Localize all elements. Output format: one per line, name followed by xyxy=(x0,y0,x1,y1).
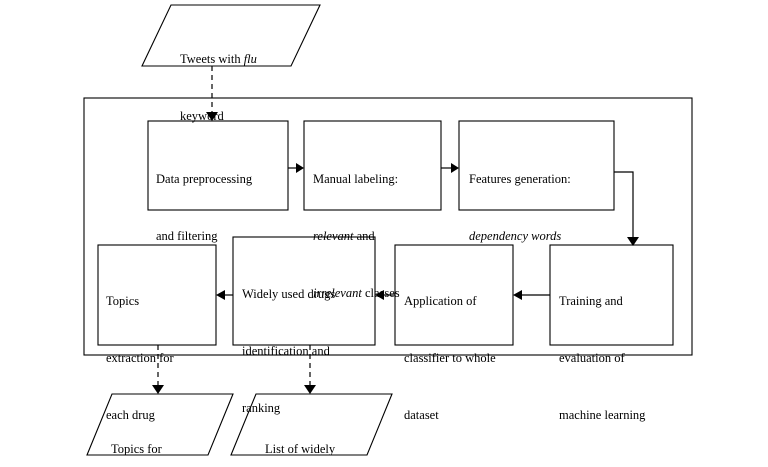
drugs-list-output-line1: List of widely xyxy=(265,442,336,456)
label-training-evaluation: Training and evaluation of machine learn… xyxy=(559,254,677,467)
label-topics-output: Topics for each drug xyxy=(111,402,226,467)
shape-tweets-input[interactable] xyxy=(141,4,321,67)
classifier-application-line2: classifier to whole xyxy=(404,351,496,365)
topics-extraction-line1: Topics xyxy=(106,294,140,308)
data-preprocessing-line2: and filtering xyxy=(156,229,218,243)
tweets-input-line1-pre: Tweets with xyxy=(180,52,244,66)
features-generation-line2-emphasis: dependency words xyxy=(469,229,562,243)
shape-topics-extraction[interactable] xyxy=(97,244,217,346)
topics-extraction-line3: each drug xyxy=(106,408,155,422)
label-features-generation: Features generation: dependency words xyxy=(469,132,615,284)
manual-labeling-line2-post: and xyxy=(353,229,375,243)
training-evaluation-line3: machine learning xyxy=(559,408,646,422)
label-topics-extraction: Topics extraction for each drug xyxy=(106,254,218,463)
arrowhead-drugs-to-output xyxy=(304,385,316,394)
widely-used-drugs-line3: ranking xyxy=(242,401,281,415)
training-evaluation-line4: classifier xyxy=(559,463,677,467)
manual-labeling-line3-emphasis: irrelevant xyxy=(313,286,362,300)
manual-labeling-line1: Manual labeling: xyxy=(313,172,399,186)
topics-output-line1: Topics for xyxy=(111,442,162,456)
tweets-input-line1-emphasis: flu xyxy=(243,52,257,66)
manual-labeling-line3-post: classes xyxy=(361,286,400,300)
label-widely-used-drugs: Widely used drugs identification and ran… xyxy=(242,247,376,456)
arrowhead-training-to-classifier xyxy=(513,290,522,300)
arrowhead-tweets-to-preprocessing xyxy=(206,112,218,121)
shape-manual-labeling[interactable] xyxy=(303,120,442,211)
arrowhead-drugs-to-topics xyxy=(216,290,225,300)
arrowhead-topics-to-output xyxy=(152,385,164,394)
arrowhead-classifier-to-drugs xyxy=(375,290,384,300)
pipeline-container-boundary xyxy=(83,97,693,356)
widely-used-drugs-line1: Widely used drugs xyxy=(242,287,336,301)
shape-topics-output[interactable] xyxy=(86,393,234,456)
data-preprocessing-line1: Data preprocessing xyxy=(156,172,253,186)
tweets-input-line2: keyword xyxy=(180,109,224,123)
topics-extraction-line2: extraction for xyxy=(106,351,174,365)
training-evaluation-line1: Training and xyxy=(559,294,623,308)
shape-training-evaluation[interactable] xyxy=(549,244,674,346)
classifier-application-line3: dataset xyxy=(404,408,439,422)
classifier-application-line1: Application of xyxy=(404,294,477,308)
label-drugs-list-output: List of widely used drugs xyxy=(265,402,385,467)
features-generation-line1: Features generation: xyxy=(469,172,571,186)
training-evaluation-line2: evaluation of xyxy=(559,351,625,365)
shape-data-preprocessing[interactable] xyxy=(147,120,289,211)
label-data-preprocessing: Data preprocessing and filtering xyxy=(156,132,286,284)
label-classifier-application: Application of classifier to whole datas… xyxy=(404,254,516,463)
label-manual-labeling: Manual labeling: relevant and irrelevant… xyxy=(313,132,441,341)
manual-labeling-line2-emphasis: relevant xyxy=(313,229,354,243)
arrowhead-features-to-training xyxy=(627,237,639,246)
shape-drugs-list-output[interactable] xyxy=(230,393,393,456)
arrowhead-preprocessing-to-labeling xyxy=(296,163,304,173)
shape-features-generation[interactable] xyxy=(458,120,615,211)
arrowhead-labeling-to-features xyxy=(451,163,459,173)
shape-widely-used-drugs[interactable] xyxy=(232,236,376,346)
widely-used-drugs-line2: identification and xyxy=(242,344,330,358)
label-tweets-input: Tweets with flu keyword xyxy=(180,12,315,164)
connector-features-to-training xyxy=(614,171,634,238)
